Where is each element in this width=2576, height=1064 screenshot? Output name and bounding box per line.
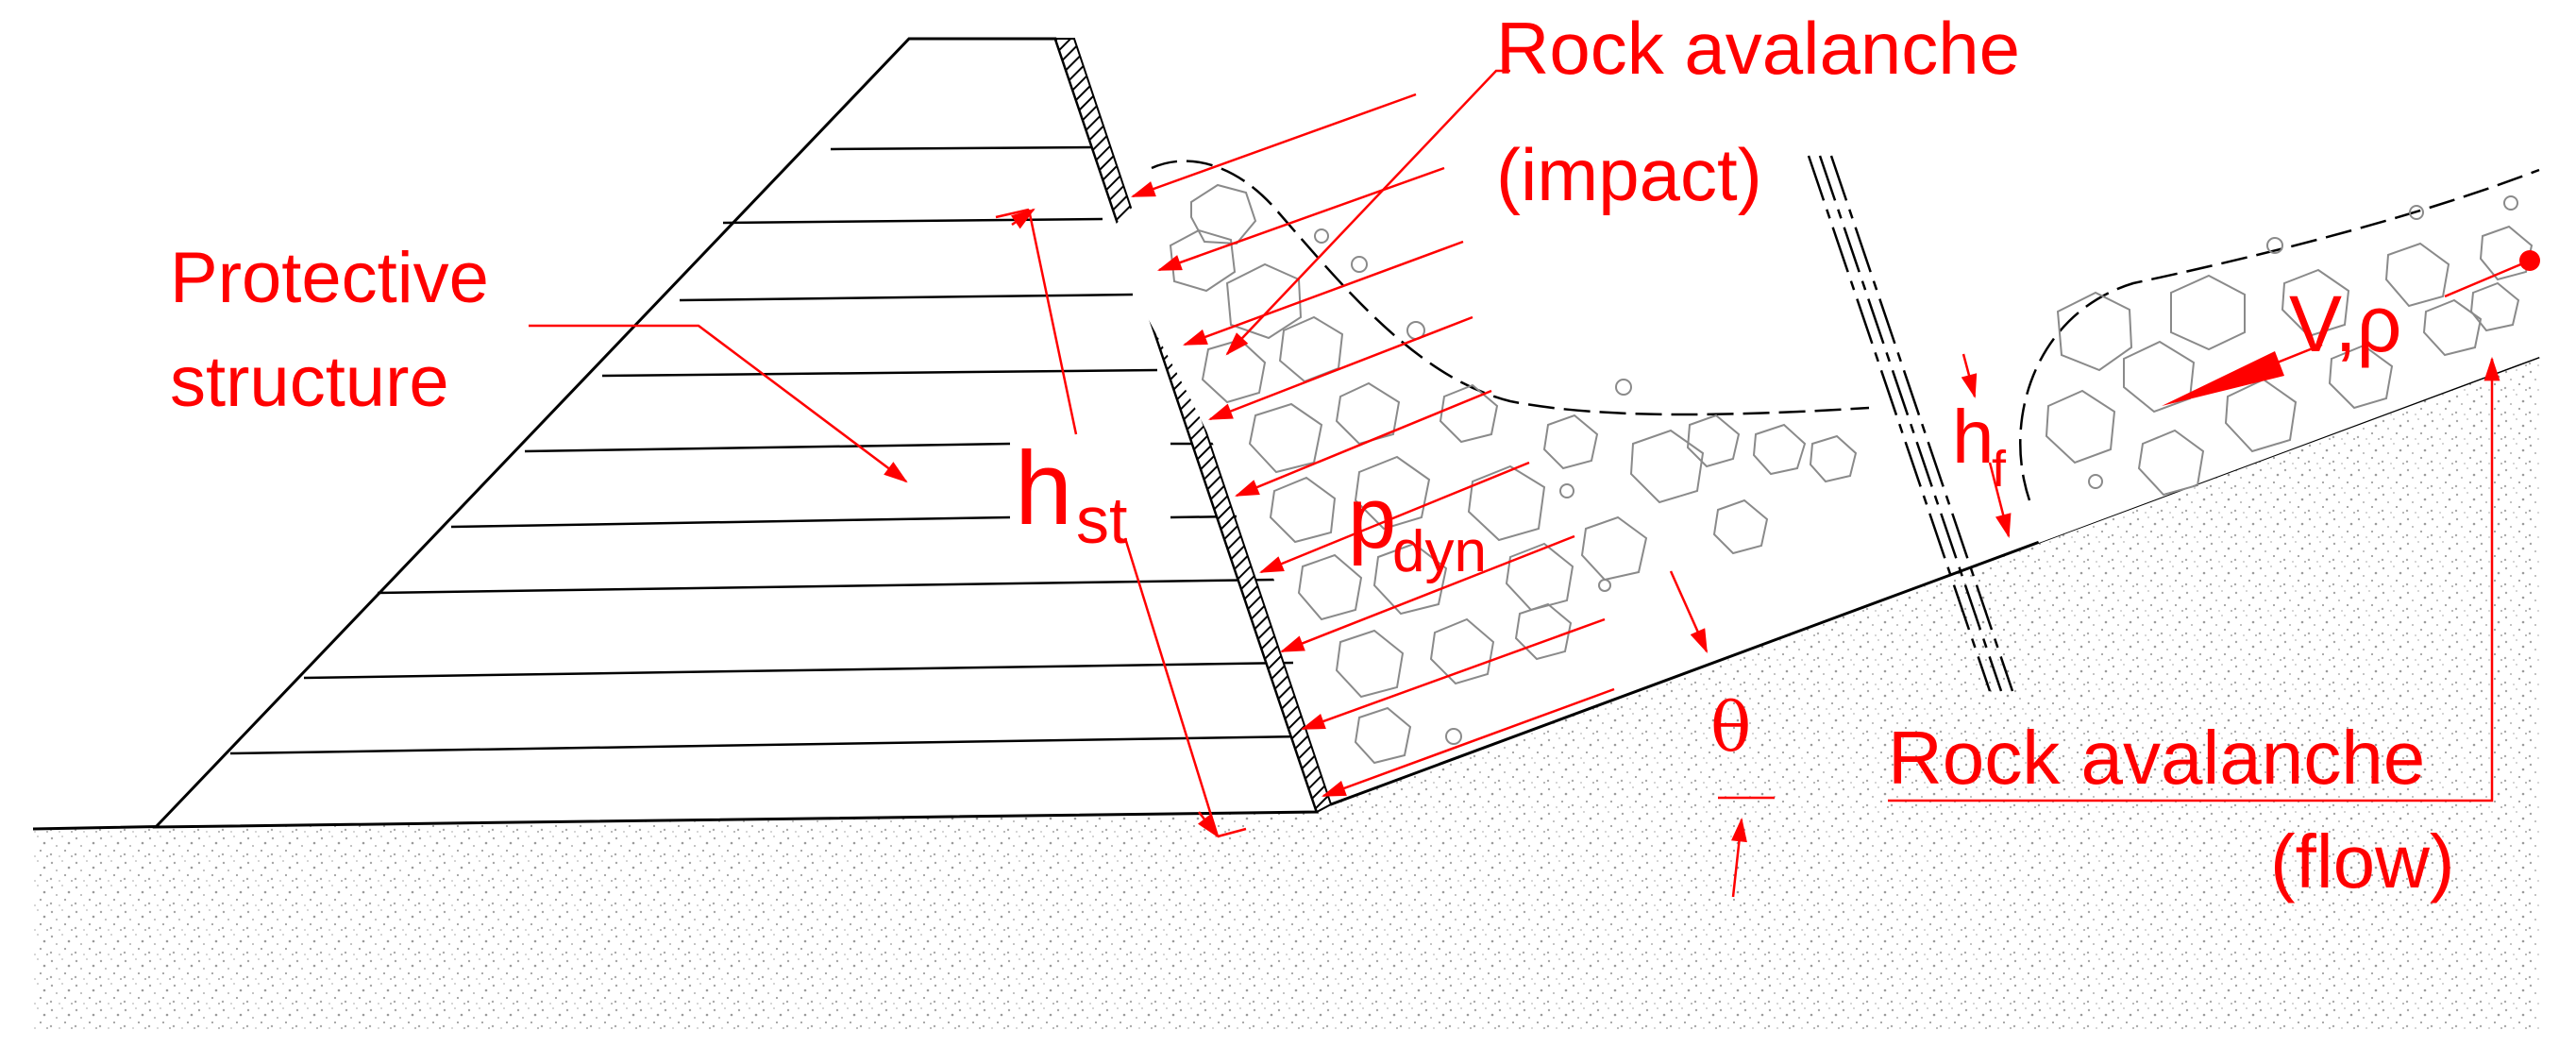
- hf-label: h f: [1952, 395, 2007, 498]
- rock-flow: [2019, 168, 2540, 543]
- impact-label-line2: (impact): [1496, 133, 1762, 216]
- flow-label-line2: (flow): [2270, 819, 2455, 904]
- hst-label: h st: [1015, 431, 1127, 557]
- pdyn-label: p dyn: [1348, 470, 1487, 584]
- rock-deposit: [1104, 160, 1878, 765]
- rock-fragments: [1169, 183, 1858, 765]
- hf-main: h: [1952, 395, 1995, 479]
- break-lines: [1807, 155, 2014, 692]
- velocity-origin-dot: [2519, 250, 2540, 271]
- velocity-arrow: [2162, 250, 2540, 406]
- flow-rock-fragments: [2045, 195, 2534, 497]
- hst-sub: st: [1076, 483, 1127, 557]
- pdyn-sub: dyn: [1392, 519, 1487, 584]
- hst-main: h: [1015, 431, 1072, 547]
- hst-dimension: [995, 208, 1247, 838]
- flow-label-line1: Rock avalanche: [1888, 716, 2425, 800]
- velocity-density-label: V,ρ: [2289, 279, 2401, 368]
- leader-lines: [529, 69, 2500, 898]
- protective-structure: [152, 37, 1333, 829]
- pdyn-main: p: [1348, 470, 1396, 566]
- impact-arrows: [1131, 93, 1615, 798]
- impact-label-line1: Rock avalanche: [1496, 7, 2020, 90]
- protective-label-line1: Protective: [170, 238, 489, 318]
- theta-label: θ: [1710, 687, 1751, 767]
- structure-layer-lines: [229, 145, 1305, 755]
- hf-sub: f: [1992, 441, 2007, 498]
- protective-label-line2: structure: [170, 342, 449, 422]
